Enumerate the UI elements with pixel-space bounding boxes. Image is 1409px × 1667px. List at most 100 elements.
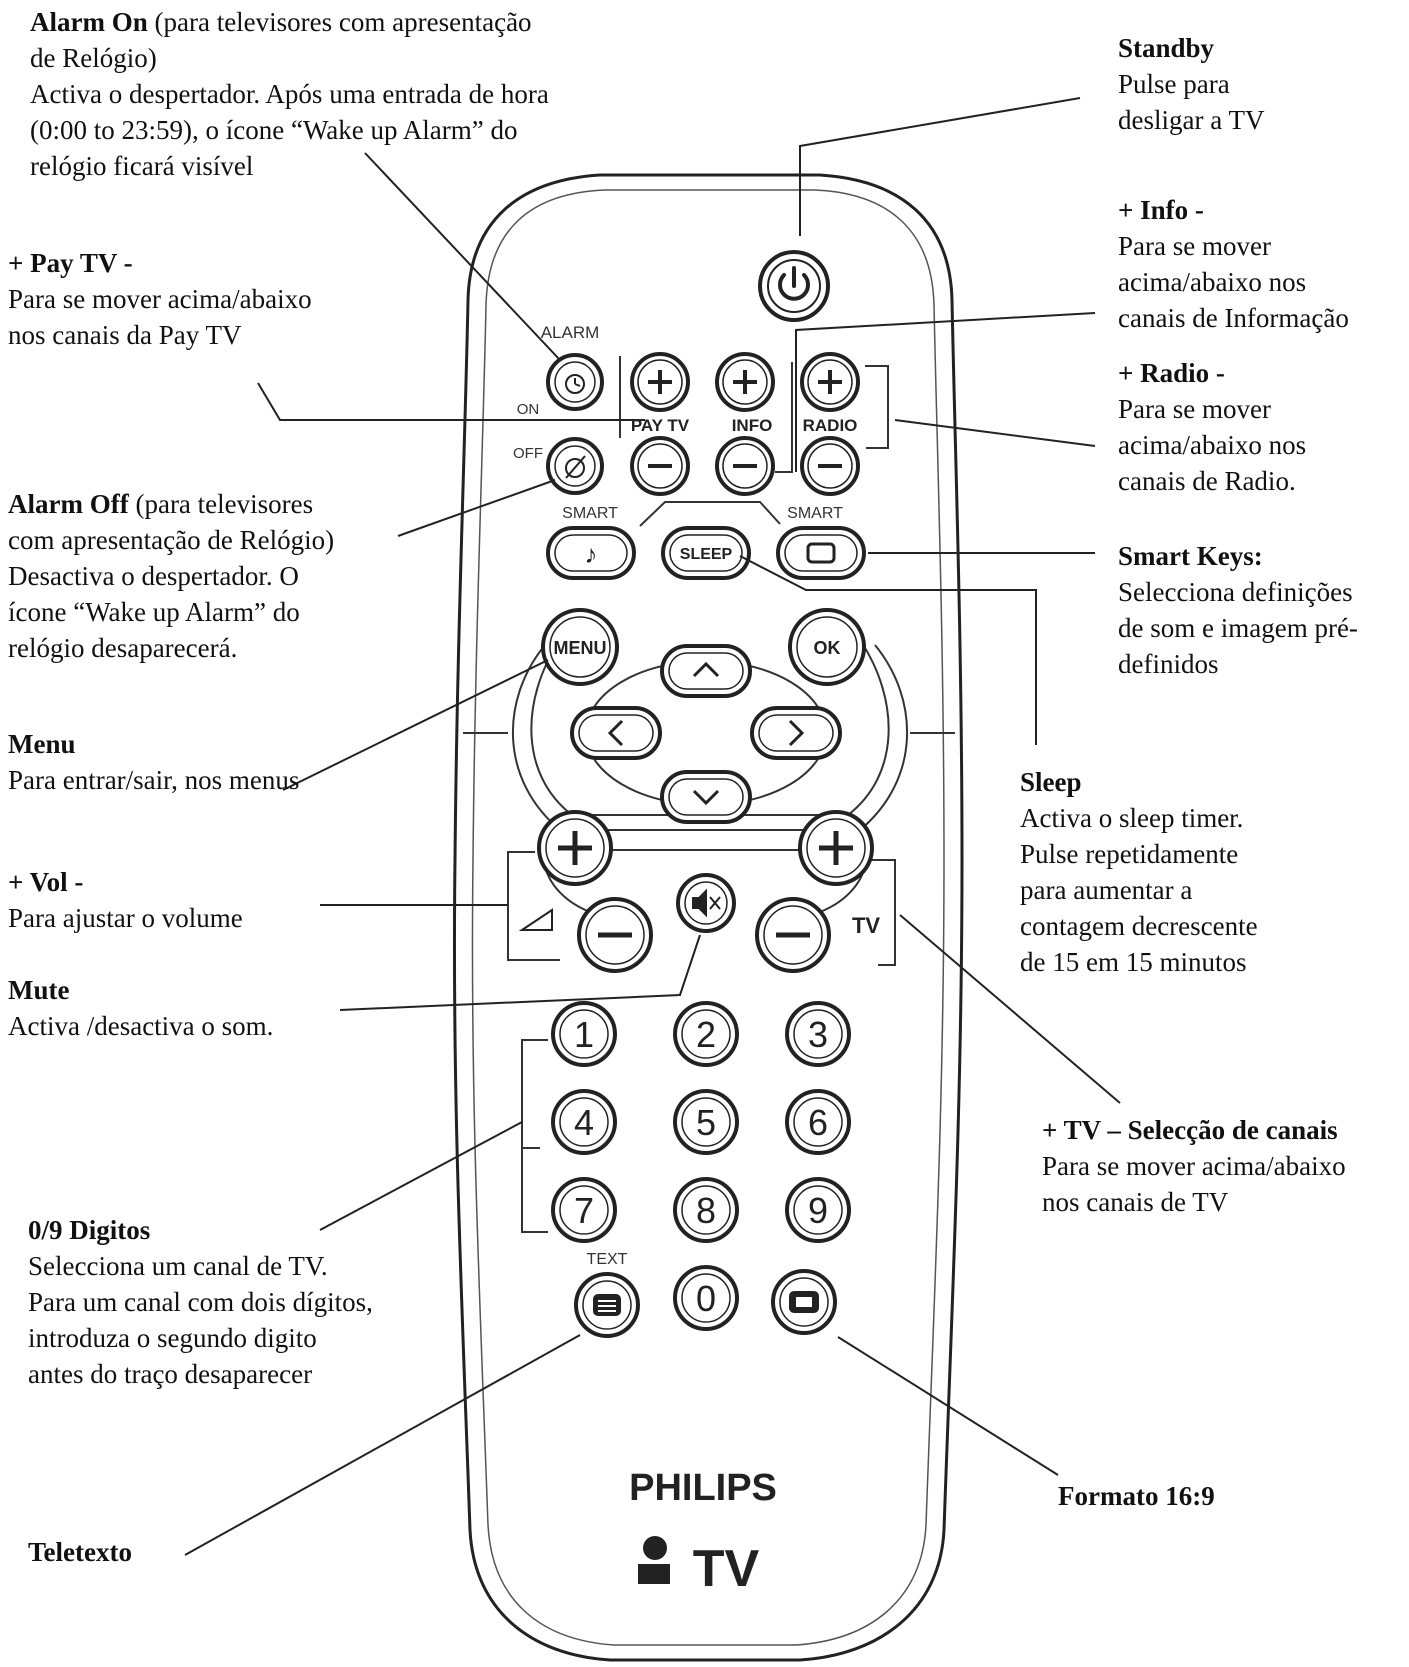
annotation-title: + Info -	[1118, 195, 1204, 225]
picture-icon	[806, 542, 836, 564]
annotation-pay-tv: + Pay TV - Para se mover acima/abaixo no…	[8, 245, 428, 353]
digit-label: 2	[696, 1014, 716, 1055]
pay-tv-label: PAY TV	[631, 416, 690, 435]
teletext-icon	[593, 1294, 621, 1316]
annotation-tv: + TV – Selecção de canais Para se mover …	[1042, 1112, 1409, 1220]
alarm-clock-icon	[565, 374, 585, 394]
annotation-title: Alarm On	[30, 7, 148, 37]
digit-5-button[interactable]: 5	[673, 1089, 739, 1155]
annotation-title: Smart Keys:	[1118, 541, 1263, 571]
radio-label: RADIO	[803, 416, 858, 435]
annotation-alarm-off: Alarm Off (para televisores com apresent…	[8, 486, 448, 666]
digit-label: 1	[574, 1014, 594, 1055]
info-label: INFO	[732, 416, 773, 435]
menu-button[interactable]	[541, 608, 619, 686]
annotation-title: + Vol -	[8, 867, 84, 897]
arrow-right-button[interactable]	[750, 706, 842, 760]
annotation-menu: Menu Para entrar/sair, nos menus	[8, 726, 428, 798]
digit-label: 8	[696, 1190, 716, 1231]
text-label: TEXT	[587, 1251, 628, 1268]
annotation-desc: Para se mover acima/abaixo nos canais da…	[8, 284, 312, 350]
annotation-desc: Para se mover acima/abaixo nos canais de…	[1042, 1151, 1346, 1217]
annotation-mute: Mute Activa /desactiva o som.	[8, 972, 388, 1044]
annotation-alarm-on: Alarm On (para televisores com apresenta…	[30, 4, 670, 184]
digit-label: 5	[696, 1102, 716, 1143]
annotation-title: + Radio -	[1118, 358, 1225, 388]
digit-2-button[interactable]: 2	[673, 1001, 739, 1067]
volume-ramp-icon	[518, 908, 553, 931]
digit-keypad: 1 2 3 4 5 6 7 8 9 0	[551, 1001, 851, 1331]
arrow-down-button[interactable]	[660, 770, 752, 824]
annotation-desc: Para entrar/sair, nos menus	[8, 765, 300, 795]
power-icon	[778, 266, 810, 301]
digit-label: 4	[574, 1102, 594, 1143]
annotation-desc: Selecciona definições de som e imagem pr…	[1118, 577, 1358, 679]
person-icon	[638, 1536, 670, 1584]
alarm-clock-crossed-icon	[565, 455, 586, 479]
chevron-up-icon	[692, 661, 720, 678]
annotation-desc: Activa o despertador. Após uma entrada d…	[30, 79, 549, 181]
annotation-title: Menu	[8, 729, 76, 759]
digit-7-button[interactable]: 7	[551, 1177, 617, 1243]
smart-right-label: SMART	[787, 505, 843, 522]
annotation-desc: Activa o sleep timer. Pulse repetidament…	[1020, 803, 1258, 977]
annotation-title: Alarm Off	[8, 489, 129, 519]
smart-picture-button[interactable]	[776, 526, 866, 580]
sleep-button[interactable]	[661, 526, 751, 580]
tv-label: TV	[852, 913, 880, 938]
annotation-title: Sleep	[1020, 767, 1082, 797]
alarm-on-label: ON	[517, 401, 540, 418]
annotation-desc: Para se mover acima/abaixo nos canais de…	[1118, 231, 1349, 333]
arrow-up-button[interactable]	[660, 644, 752, 698]
mute-icon	[692, 888, 721, 918]
music-note-icon: ♪	[585, 539, 598, 569]
chevron-right-icon	[788, 719, 805, 747]
annotation-standby: Standby Pulse para desligar a TV	[1118, 30, 1398, 138]
annotation-smart-keys: Smart Keys: Selecciona definições de som…	[1118, 538, 1408, 682]
annotation-title: Mute	[8, 975, 70, 1005]
plus-icon	[818, 370, 842, 394]
remote-body-inner	[471, 189, 945, 1646]
annotation-desc: Desactiva o despertador. O ícone “Wake u…	[8, 561, 300, 663]
smart-left-label: SMART	[562, 505, 618, 522]
sleep-label: SLEEP	[680, 546, 733, 563]
annotation-desc: Pulse para desligar a TV	[1118, 69, 1265, 135]
ok-button[interactable]	[788, 608, 866, 686]
arrow-left-button[interactable]	[570, 706, 662, 760]
digit-label: 6	[808, 1102, 828, 1143]
digit-0-button[interactable]: 0	[673, 1265, 739, 1331]
brand-tv-logo: TV	[693, 1540, 760, 1598]
ok-label: OK	[814, 638, 841, 658]
plus-icon	[819, 831, 853, 865]
plus-icon	[558, 831, 592, 865]
annotation-title: Standby	[1118, 33, 1215, 63]
digit-1-button[interactable]: 1	[551, 1001, 617, 1067]
plus-icon	[733, 370, 757, 394]
digit-label: 3	[808, 1014, 828, 1055]
annotation-title: + Pay TV -	[8, 248, 133, 278]
digit-9-button[interactable]: 9	[785, 1177, 851, 1243]
annotation-info: + Info - Para se mover acima/abaixo nos …	[1118, 192, 1408, 336]
annotation-vol: + Vol - Para ajustar o volume	[8, 864, 368, 936]
digit-8-button[interactable]: 8	[673, 1177, 739, 1243]
annotation-desc: Activa /desactiva o som.	[8, 1011, 274, 1041]
smart-sound-button[interactable]	[546, 526, 636, 580]
annotation-desc: Para se mover acima/abaixo nos canais de…	[1118, 394, 1307, 496]
callout-lines	[184, 97, 1121, 1556]
brand-logo: PHILIPS	[629, 1467, 777, 1509]
digit-4-button[interactable]: 4	[551, 1089, 617, 1155]
chevron-left-icon	[607, 719, 624, 747]
annotation-radio: + Radio - Para se mover acima/abaixo nos…	[1118, 355, 1408, 499]
alarm-off-button[interactable]	[546, 437, 604, 495]
digit-6-button[interactable]: 6	[785, 1089, 851, 1155]
annotation-desc: Selecciona um canal de TV. Para um canal…	[28, 1251, 373, 1389]
digit-label: 7	[574, 1190, 594, 1231]
annotation-title: Teletexto	[28, 1537, 132, 1567]
digit-bracket	[521, 1039, 548, 1233]
digit-3-button[interactable]: 3	[785, 1001, 851, 1067]
menu-label: MENU	[554, 638, 607, 658]
digit-label: 0	[696, 1278, 716, 1319]
annotation-format: Formato 16:9	[1058, 1478, 1358, 1514]
